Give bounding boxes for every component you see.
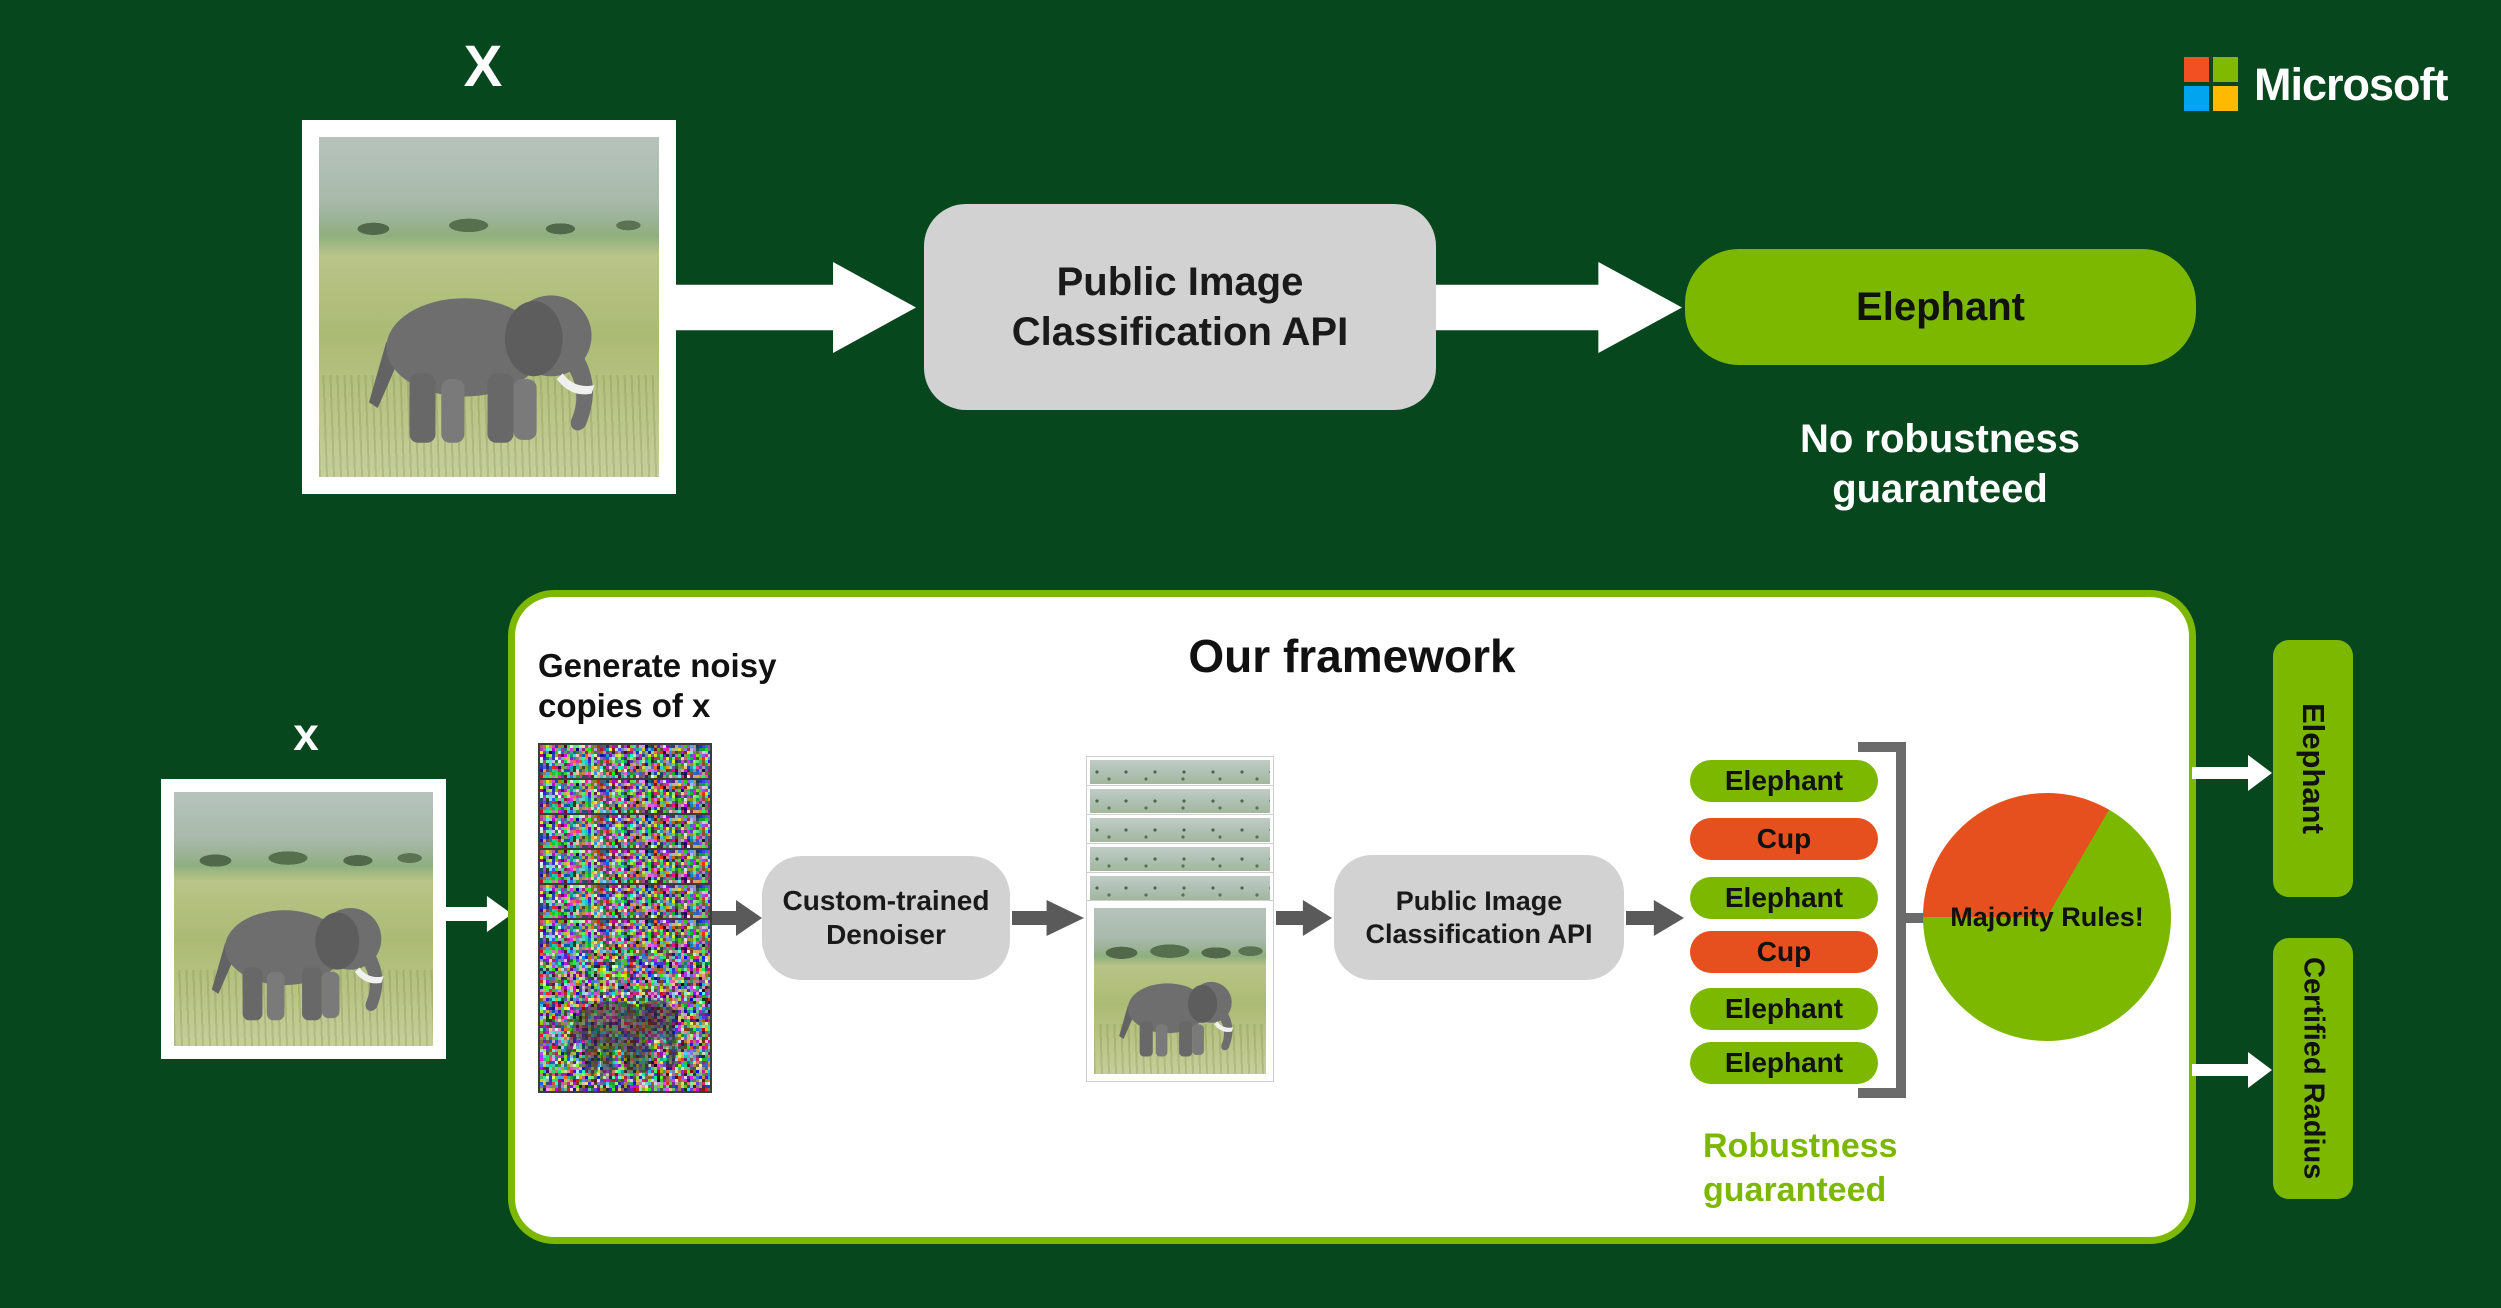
prediction-label: Cup (1757, 936, 1811, 968)
noisy-elephant-image (540, 920, 710, 1091)
robustness-caption: Robustness guaranteed (1703, 1124, 2003, 1212)
public-api-box-small: Public Image Classification API (1334, 855, 1624, 980)
denoiser-line1: Custom-trained (783, 884, 990, 918)
majority-pie: Majority Rules! (1923, 793, 2171, 1041)
public-api-small-line2: Classification API (1365, 918, 1592, 951)
no-robustness-line2: guaranteed (1800, 464, 2080, 514)
elephant-photo-small (161, 779, 446, 1059)
public-api-small-line1: Public Image (1365, 885, 1592, 918)
denoised-elephant-image (1086, 900, 1274, 1082)
denoiser-box: Custom-trained Denoiser (762, 856, 1010, 980)
top-input-label: X (443, 36, 523, 96)
noisy-caption-line1: Generate noisy (538, 646, 838, 686)
elephant-illustration (552, 978, 697, 1082)
top-result-box: Elephant (1685, 249, 2196, 365)
prediction-pill: Elephant (1690, 1042, 1878, 1084)
prediction-pill: Cup (1690, 818, 1878, 860)
top-result-label: Elephant (1856, 285, 2025, 330)
ms-square-yellow-icon (2213, 86, 2238, 111)
no-robustness-line1: No robustness (1800, 414, 2080, 464)
majority-pie-label: Majority Rules! (1950, 902, 2144, 933)
flow-arrow-right-icon (1012, 900, 1084, 936)
denoised-copies-stack (1086, 756, 1274, 1082)
prediction-pill: Cup (1690, 931, 1878, 973)
robustness-line1: Robustness (1703, 1124, 2003, 1168)
elephant-illustration (1106, 960, 1252, 1065)
no-robustness-caption: No robustness guaranteed (1740, 412, 2140, 516)
bracket-top-arm (1858, 742, 1906, 752)
output-class-box: Elephant (2273, 640, 2353, 897)
framework-title-text: Our framework (1188, 629, 1515, 683)
flow-arrow-right-icon (1436, 262, 1682, 353)
noisy-copies-stack (538, 743, 712, 1093)
elephant-photo (302, 120, 676, 494)
public-api-line1: Public Image (1012, 257, 1348, 307)
noisy-caption-line2: copies of x (538, 686, 838, 726)
noisy-copies-caption: Generate noisy copies of x (538, 646, 838, 726)
prediction-label: Elephant (1725, 1047, 1843, 1079)
flow-arrow-right-icon (1626, 900, 1684, 936)
prediction-label: Cup (1757, 823, 1811, 855)
flow-arrow-right-icon (1276, 900, 1332, 936)
elephant-illustration (343, 252, 632, 460)
public-api-line2: Classification API (1012, 307, 1348, 357)
elephant-illustration (192, 875, 412, 1034)
denoiser-line2: Denoiser (783, 918, 990, 952)
prediction-label: Elephant (1725, 882, 1843, 914)
prediction-label: Elephant (1725, 993, 1843, 1025)
robustness-line2: guaranteed (1703, 1168, 2003, 1212)
output-class-label: Elephant (2295, 703, 2331, 834)
ms-square-red-icon (2184, 57, 2209, 82)
bracket-bottom-arm (1858, 1088, 1906, 1098)
public-api-box: Public Image Classification API (924, 204, 1436, 410)
bracket-bar (1896, 742, 1906, 1098)
prediction-pill: Elephant (1690, 760, 1878, 802)
output-radius-box: Certified Radius (2273, 938, 2353, 1199)
bracket-mid-tick (1906, 913, 1924, 923)
flow-arrow-right-icon (672, 262, 916, 353)
ms-square-blue-icon (2184, 86, 2209, 111)
flow-arrow-right-icon (446, 894, 512, 934)
prediction-label: Elephant (1725, 765, 1843, 797)
ms-square-green-icon (2213, 57, 2238, 82)
flow-arrow-right-icon (2192, 1050, 2272, 1090)
prediction-pill: Elephant (1690, 988, 1878, 1030)
framework-input-label: x (276, 710, 336, 758)
flow-arrow-right-icon (2192, 753, 2272, 793)
prediction-pill: Elephant (1690, 877, 1878, 919)
microsoft-logo: Microsoft (2184, 57, 2464, 113)
output-radius-label: Certified Radius (2297, 957, 2330, 1179)
flow-arrow-right-icon (712, 900, 762, 936)
microsoft-wordmark: Microsoft (2254, 59, 2448, 111)
